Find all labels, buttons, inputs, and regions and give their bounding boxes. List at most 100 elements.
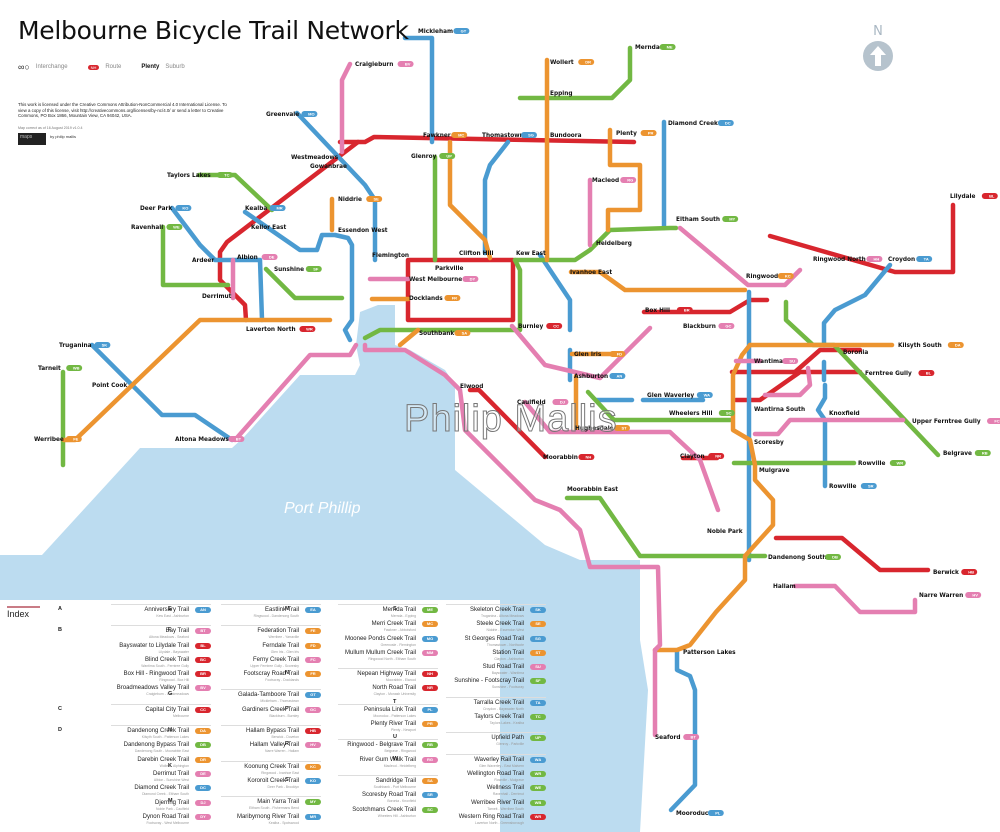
trail-name: Steele Creek Trail <box>476 621 524 628</box>
trail-name: Scoresby Road Trail <box>361 792 416 799</box>
station-label: Glenroy <box>411 154 437 160</box>
route-badge-code: DY <box>470 277 476 282</box>
map-title: Melbourne Bicycle Trail Network <box>18 16 409 45</box>
trail-extent: Footscray - West Melbourne <box>146 820 189 825</box>
route-badge <box>860 483 877 489</box>
route-badge-code: DB <box>832 555 838 560</box>
trail-name: Sunshine - Footscray Trail <box>454 678 524 685</box>
route-badge <box>640 130 657 136</box>
station-label: Ashburton <box>574 374 608 380</box>
trail-extent: Taylors Lakes - Kealba <box>489 721 524 726</box>
trail-badge: FC <box>305 656 321 663</box>
trail-badge: DJ <box>195 799 211 806</box>
route-badge <box>707 810 724 816</box>
trail-line <box>767 202 956 275</box>
route-badge <box>444 295 461 301</box>
trail-extent: Blackburn - Burnley <box>269 713 299 718</box>
index-letter: S <box>393 606 397 612</box>
trail-badge: KO <box>305 777 321 784</box>
trail-badge: SE <box>530 621 546 628</box>
trail-line <box>263 266 345 301</box>
trail-extent: Sunshine - Footscray <box>491 685 524 690</box>
route-badge <box>676 307 693 313</box>
index-letter: T <box>393 698 397 705</box>
route-badge <box>462 276 479 282</box>
route-badge-code: BR <box>684 308 690 313</box>
trail-badge: MM <box>422 649 438 656</box>
station-label: Heidelberg <box>596 241 632 247</box>
trail-name: Main Yarra Trail <box>257 799 299 806</box>
trail-badge: PR <box>422 721 438 728</box>
trail-badge: SF <box>530 678 546 685</box>
station-label: Hughesdale <box>575 426 614 432</box>
trail-name: Moonee Ponds Creek Trail <box>344 635 416 642</box>
station-label: Noble Park <box>707 529 743 535</box>
trail-name: Dandenong Creek Trail <box>127 728 189 735</box>
trail-badge: HV <box>305 742 321 749</box>
trail-badge: FR <box>305 671 321 678</box>
station-label: Epping <box>550 91 573 97</box>
station-label: Kew East <box>516 251 546 257</box>
trail-name: Koonung Creek Trail <box>244 763 299 770</box>
trail-badge: EA <box>305 607 321 613</box>
station-label: Ivanhoe East <box>570 270 612 276</box>
trail-badge: SC <box>422 806 438 813</box>
trail-extent: Southbank - Port Melbourne <box>373 784 416 789</box>
trail-extent: Werribee - Yarraville <box>268 635 299 640</box>
station-label: Glen Waverley <box>647 393 694 399</box>
trail-extent: Narre Warren - Hallam <box>265 749 299 754</box>
station-label: Niddrie <box>338 197 362 203</box>
trail-line <box>733 358 813 398</box>
trail-badge: DC <box>195 785 211 792</box>
station-label: Croydon <box>888 257 915 263</box>
station-label: Westmeadows <box>291 155 339 161</box>
route-badge <box>578 454 595 460</box>
route-badge-code: DE <box>269 255 275 260</box>
license-text: This work is licensed under the Creative… <box>18 102 227 118</box>
trail-extent: Bayswater - Wantirna <box>491 671 524 676</box>
trail-badge: BR <box>195 671 211 678</box>
trail-name: Derrimut Trail <box>152 770 189 777</box>
index-letter: S <box>285 776 289 783</box>
trail-line <box>242 209 355 343</box>
station-label: Gowanbrae <box>310 164 347 170</box>
station-label: Ardeer <box>192 258 214 264</box>
trail-name: Tarralla Creek Trail <box>473 699 524 706</box>
trail-line <box>522 399 721 513</box>
station-label: Patterson Lakes <box>683 650 736 656</box>
station-label: Bundoora <box>550 133 582 139</box>
route-badge-icon: NH <box>87 64 100 70</box>
route-badge <box>609 351 626 357</box>
route-badge-code: HH <box>874 257 880 262</box>
station-label: Berwick <box>933 570 959 576</box>
station-label: Albion <box>237 255 258 261</box>
trail-name: Bay Trail <box>165 628 189 635</box>
route-badge-code: NH <box>586 455 592 460</box>
route-badge <box>94 342 111 348</box>
watermark: Philip Mallis <box>404 398 618 441</box>
route-badge <box>961 569 978 575</box>
route-badge-code: ME <box>667 45 673 50</box>
trail-name: Western Ring Road Trail <box>458 813 524 820</box>
trail-extent: Kealba - Spotswood <box>268 820 299 825</box>
route-badge-code: WR <box>306 327 313 332</box>
trail-badge: ST <box>530 649 546 656</box>
trail-extent: Tarneit - Werribee South <box>487 806 524 811</box>
station-label: Dandenong South <box>768 555 827 561</box>
route-badge-code: GC <box>725 324 731 329</box>
trail-extent: Glen Waverley - East Malvern <box>479 763 524 768</box>
